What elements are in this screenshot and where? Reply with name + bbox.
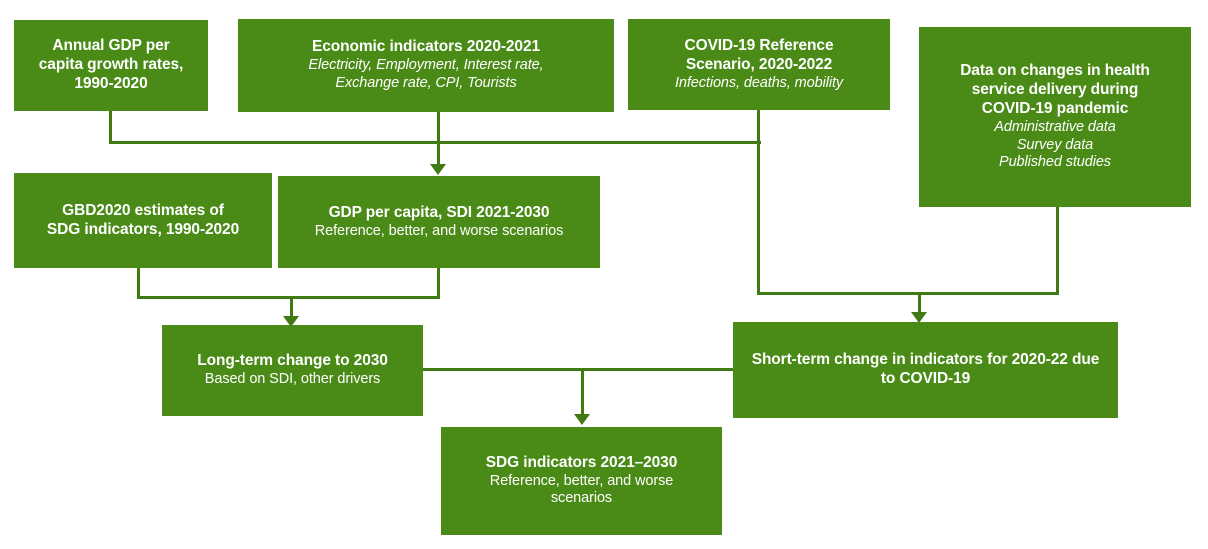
connector-annual-gdp-down [109,111,112,144]
arrowhead-to-sdg-indicators [574,414,590,425]
connector-health-data-down [1056,207,1059,295]
node-title: Economic indicators 2020-2021 [312,38,540,56]
node-title: Long-term change to 2030 [197,352,388,370]
node-title: GBD2020 estimates of SDG indicators, 199… [46,201,240,238]
connector-covid-down [757,110,760,295]
node-title: Annual GDP per capita growth rates, 1990… [38,37,184,92]
connector-to-sdg-down [581,368,584,418]
node-gbd2020-estimates[interactable]: GBD2020 estimates of SDG indicators, 199… [14,173,272,268]
connector-gdp-sdi-down [437,268,440,299]
node-title: Short-term change in indicators for 2020… [751,351,1100,387]
node-annual-gdp-growth-rates[interactable]: Annual GDP per capita growth rates, 1990… [14,20,208,111]
connector-to-short-term-down [918,292,921,316]
node-short-term-change[interactable]: Short-term change in indicators for 2020… [733,322,1118,418]
node-subtitle: Electricity, Employment, Interest rate, … [308,57,544,91]
connector-gbd-down [137,268,140,299]
arrowhead-to-gdp-sdi [430,164,446,175]
node-title: COVID-19 Reference Scenario, 2020-2022 [684,36,834,73]
node-subtitle: Reference, better, and worse scenarios [314,222,564,239]
arrowhead-to-short-term [911,312,927,323]
connector-economic-down [437,112,440,168]
node-economic-indicators[interactable]: Economic indicators 2020-2021 Electricit… [238,19,614,112]
node-long-term-change[interactable]: Long-term change to 2030 Based on SDI, o… [162,325,423,416]
node-subtitle: Administrative data Survey data Publishe… [994,118,1116,171]
connector-top-bus [109,141,761,144]
connector-bottom-bus [423,368,735,371]
node-title: SDG indicators 2021–2030 [485,453,678,471]
node-subtitle: Based on SDI, other drivers [204,371,381,388]
node-health-service-delivery-data[interactable]: Data on changes in health service delive… [919,27,1191,207]
arrowhead-to-long-term [283,316,299,327]
node-title: Data on changes in health service delive… [960,62,1150,117]
node-subtitle: Reference, better, and worse scenarios [489,472,674,507]
node-gdp-per-capita-sdi[interactable]: GDP per capita, SDI 2021-2030 Reference,… [278,176,600,268]
node-sdg-indicators-2021-2030[interactable]: SDG indicators 2021–2030 Reference, bett… [441,427,722,535]
node-title: GDP per capita, SDI 2021-2030 [328,203,550,221]
connector-long-term-bus [137,296,440,299]
node-subtitle: Infections, deaths, mobility [674,74,844,91]
node-covid19-reference-scenario[interactable]: COVID-19 Reference Scenario, 2020-2022 I… [628,19,890,110]
connector-to-long-term-down [290,296,293,321]
connector-short-term-bus [757,292,1059,295]
